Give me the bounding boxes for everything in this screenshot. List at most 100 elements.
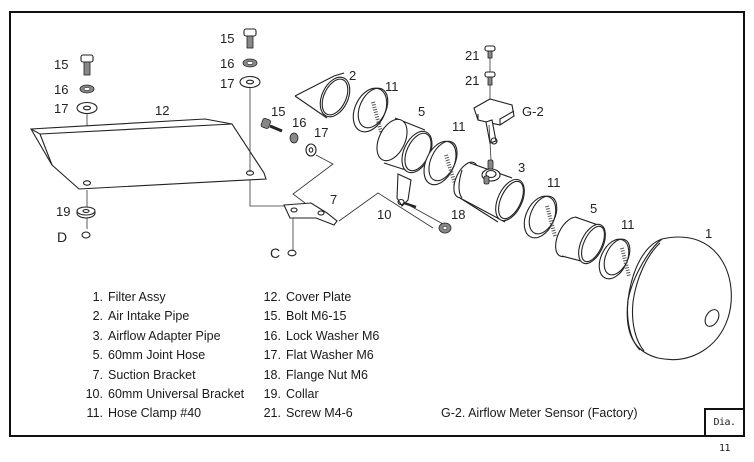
- callout-side-15: 15: [271, 104, 285, 119]
- part-name: Air Intake Pipe: [108, 309, 190, 324]
- callout-screw-bottom-21: 21: [465, 73, 479, 88]
- hose-clamp-c-icon: [523, 195, 558, 239]
- parts-list-column-2: 12. Cover Plate 15. Bolt M6-15 16. Lock Was…: [258, 288, 380, 424]
- parts-list-item: 10. 60mm Universal Bracket: [81, 385, 245, 404]
- parts-list-item: 12. Cover Plate: [258, 288, 379, 307]
- diagram-frame: [9, 11, 745, 437]
- screw-top-icon: [484, 45, 496, 59]
- callout-center-17: 17: [220, 76, 234, 91]
- part-number: 18.: [263, 367, 281, 382]
- part-name: 60mm Universal Bracket: [108, 387, 245, 402]
- part-name: Flat Washer M6: [286, 348, 374, 363]
- part-number: 15.: [263, 309, 281, 324]
- left-bolt-icon: [80, 54, 94, 76]
- callout-center-16: 16: [220, 56, 234, 71]
- parts-list-item: 15. Bolt M6-15: [258, 307, 379, 326]
- callout-hose-b-5: 5: [590, 201, 597, 216]
- diagram-reference-label: Dia. 11: [704, 408, 743, 454]
- callout-adapter-pipe-3: 3: [518, 160, 525, 175]
- parts-list-item: 18. Flange Nut M6: [258, 366, 379, 385]
- callout-suction-bracket-7: 7: [330, 192, 337, 207]
- callout-flange-nut-18: 18: [451, 207, 465, 222]
- parts-list-item: 21. Screw M4-6: [258, 404, 379, 423]
- callout-left-17: 17: [54, 101, 68, 116]
- part-name: 60mm Joint Hose: [108, 348, 206, 363]
- callout-side-16: 16: [292, 115, 306, 130]
- part-number: 12.: [263, 290, 281, 304]
- point-d-hole-icon: [81, 231, 91, 239]
- callout-collar-19: 19: [56, 204, 70, 219]
- part-name: Bolt M6-15: [286, 309, 347, 324]
- callout-clamp-c-11: 11: [547, 175, 561, 190]
- flange-nut-icon: [438, 222, 452, 234]
- callout-filter-1: 1: [705, 226, 712, 241]
- parts-list-item: 3.Airflow Adapter Pipe: [81, 327, 244, 346]
- left-flat-washer-icon: [76, 101, 98, 115]
- parts-list-item: 16. Lock Washer M6: [258, 327, 380, 346]
- part-number: 10.: [85, 387, 103, 402]
- callout-sensor-g2: G-2: [522, 104, 544, 119]
- hose-clamp-b-icon: [423, 140, 458, 186]
- callout-point-c: C: [270, 245, 280, 261]
- callout-point-d: D: [57, 229, 67, 245]
- part-number: 17.: [263, 348, 281, 363]
- exploded-view-diagram: 15 16 17 12 19 D 15 16 17: [30, 28, 732, 360]
- parts-list-item: 2. Air Intake Pipe: [81, 307, 244, 326]
- callout-cover-plate-12: 12: [155, 103, 169, 118]
- sensor-note: G-2. Airflow Meter Sensor (Factory): [441, 406, 638, 420]
- suction-bracket-icon: [283, 202, 338, 226]
- collar-icon: [76, 206, 96, 219]
- joint-hose-a-icon: [376, 117, 433, 174]
- part-number: 21.: [263, 406, 281, 421]
- part-name: Screw M4-6: [286, 406, 353, 421]
- part-number: 2.: [92, 309, 103, 324]
- joint-hose-b-icon: [555, 216, 606, 265]
- callout-hose-a-5: 5: [418, 104, 425, 119]
- part-name: Collar: [286, 387, 319, 402]
- callout-clamp-d-11: 11: [621, 217, 635, 232]
- callout-side-17: 17: [314, 125, 328, 140]
- parts-list-item: 11. Hose Clamp #40: [81, 404, 244, 423]
- filter-assembly-icon: [626, 236, 732, 360]
- center-bolt-icon: [243, 28, 257, 49]
- callout-universal-bracket-10: 10: [377, 207, 391, 222]
- hose-clamp-a-icon: [352, 87, 389, 133]
- universal-bracket-icon: [396, 173, 417, 209]
- side-lock-washer-icon: [289, 132, 299, 144]
- part-number: 16.: [263, 328, 281, 343]
- parts-list-column-1: 1. Filter Assy 2. Air Intake Pipe 3.Airflo…: [81, 288, 245, 424]
- callout-left-15: 15: [54, 57, 68, 72]
- part-number: 5.: [92, 348, 103, 363]
- parts-list-item: 17. Flat Washer M6: [258, 346, 379, 365]
- cover-plate-icon: [30, 118, 267, 190]
- part-name: Hose Clamp #40: [108, 406, 202, 421]
- side-bolt-icon: [260, 118, 283, 133]
- parts-list-item: 19. Collar: [258, 385, 379, 404]
- part-name: Suction Bracket: [108, 367, 196, 382]
- callout-air-intake-pipe-2: 2: [349, 68, 356, 83]
- part-name: Cover Plate: [286, 290, 352, 304]
- parts-list-item: 5. 60mm Joint Hose: [81, 346, 244, 365]
- hose-clamp-d-icon: [598, 238, 631, 280]
- parts-list-item: 1. Filter Assy: [81, 288, 244, 307]
- part-name: Lock Washer M6: [286, 328, 380, 343]
- airflow-adapter-pipe-icon: [453, 159, 525, 223]
- point-c-hole-icon: [287, 249, 297, 257]
- center-lock-washer-icon: [242, 58, 258, 68]
- part-name: Filter Assy: [108, 290, 166, 304]
- air-intake-pipe-icon: [294, 72, 351, 119]
- part-number: 11.: [86, 406, 103, 421]
- part-number: 1.: [92, 290, 103, 304]
- part-name: Flange Nut M6: [286, 367, 368, 382]
- callout-clamp-b-11: 11: [452, 119, 466, 134]
- airflow-meter-sensor-icon: [473, 98, 515, 145]
- parts-list-item: 7. Suction Bracket: [81, 366, 244, 385]
- part-number: 7.: [92, 367, 103, 382]
- callout-center-15: 15: [220, 31, 234, 46]
- part-number: 3.: [92, 328, 103, 343]
- part-number: 19.: [263, 387, 281, 402]
- side-flat-washer-icon: [305, 143, 317, 157]
- callout-left-16: 16: [54, 82, 68, 97]
- callout-screw-top-21: 21: [465, 48, 479, 63]
- left-lock-washer-icon: [79, 84, 95, 94]
